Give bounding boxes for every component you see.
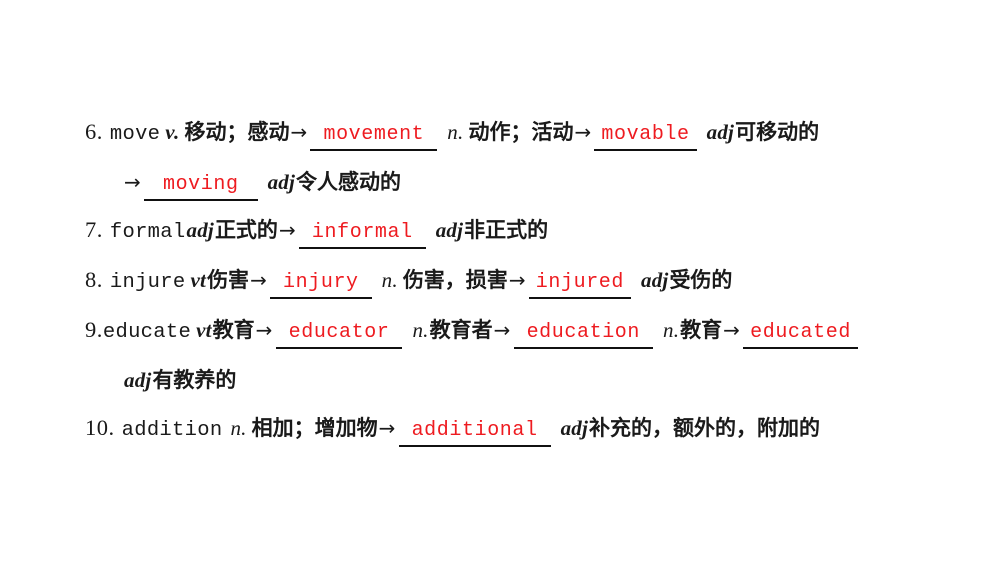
derivation-arrow-icon: →	[124, 170, 141, 194]
headword-meaning: 正式的	[214, 218, 278, 242]
headword-part-of-speech: n.	[230, 416, 247, 440]
entry-6-continuation: →moving adj令人感动的	[85, 158, 945, 206]
entry-9-continuation: adj有教养的	[85, 356, 945, 404]
headword-meaning: 相加；增加物	[251, 416, 378, 440]
derivation-arrow-icon: →	[493, 318, 511, 342]
answer-blank-education[interactable]: education	[513, 320, 653, 349]
answer-blank-educated[interactable]: educated	[743, 320, 858, 349]
headword: addition	[121, 419, 223, 442]
answer-blank-additional[interactable]: additional	[398, 418, 551, 447]
derived-part-of-speech: adj	[435, 218, 464, 242]
derived-part-of-speech: adj	[706, 120, 735, 144]
headword-part-of-speech: v.	[165, 120, 180, 144]
derived-meaning: 教育者	[429, 318, 493, 342]
derived-part-of-speech: adj	[641, 268, 669, 292]
headword-meaning: 教育	[212, 318, 255, 342]
derived-meaning: 伤害，损害	[402, 268, 508, 292]
headword-part-of-speech: adj	[186, 218, 214, 242]
headword: move	[109, 123, 161, 146]
derivation-arrow-icon: →	[378, 416, 396, 440]
entry-number: 8.	[85, 267, 103, 292]
derivation-arrow-icon: →	[278, 218, 296, 242]
derived-part-of-speech: n.	[381, 268, 398, 292]
headword: formal	[109, 221, 186, 244]
derived-part-of-speech: adj	[124, 368, 152, 392]
vocabulary-entry-10: 10. addition n.相加；增加物→additional adj补充的，额外的…	[85, 404, 945, 454]
derivation-arrow-icon: →	[255, 318, 273, 342]
derived-meaning: 教育	[680, 318, 723, 342]
headword-meaning: 移动；感动	[184, 120, 290, 144]
derivation-arrow-icon: →	[723, 318, 741, 342]
headword-part-of-speech: vt	[196, 318, 212, 342]
derivation-arrow-icon: →	[290, 120, 308, 144]
entry-number: 7.	[85, 217, 103, 242]
derived-meaning: 动作；活动	[468, 120, 574, 144]
answer-blank-movable[interactable]: movable	[594, 122, 697, 151]
derived-part-of-speech: n.	[447, 120, 464, 144]
derivation-arrow-icon: →	[250, 268, 268, 292]
derived-meaning: 有教养的	[152, 368, 237, 392]
derived-part-of-speech: n.	[663, 318, 680, 342]
derived-meaning: 可移动的	[735, 120, 820, 144]
answer-blank-injury[interactable]: injury	[270, 270, 372, 299]
derived-meaning: 非正式的	[464, 218, 549, 242]
headword: educate	[102, 321, 192, 344]
entry-number: 10.	[85, 415, 115, 440]
answer-blank-movement[interactable]: movement	[310, 122, 438, 151]
derived-part-of-speech: n.	[412, 318, 429, 342]
headword-meaning: 伤害	[207, 268, 250, 292]
headword: injure	[109, 271, 186, 294]
derivation-arrow-icon: →	[574, 120, 592, 144]
derived-meaning: 令人感动的	[296, 170, 402, 194]
derived-meaning: 受伤的	[669, 268, 733, 292]
derived-part-of-speech: adj	[267, 170, 296, 194]
answer-blank-educator[interactable]: educator	[275, 320, 403, 349]
answer-blank-injured[interactable]: injured	[528, 270, 631, 299]
headword-part-of-speech: vt	[190, 268, 207, 292]
derivation-arrow-icon: →	[508, 268, 526, 292]
answer-blank-informal[interactable]: informal	[298, 220, 426, 249]
derived-meaning: 补充的，额外的，附加的	[589, 416, 821, 440]
entry-number: 6.	[85, 119, 103, 144]
answer-blank-moving[interactable]: moving	[143, 172, 258, 201]
entry-number: 9.	[85, 317, 103, 342]
derived-part-of-speech: adj	[560, 416, 589, 440]
